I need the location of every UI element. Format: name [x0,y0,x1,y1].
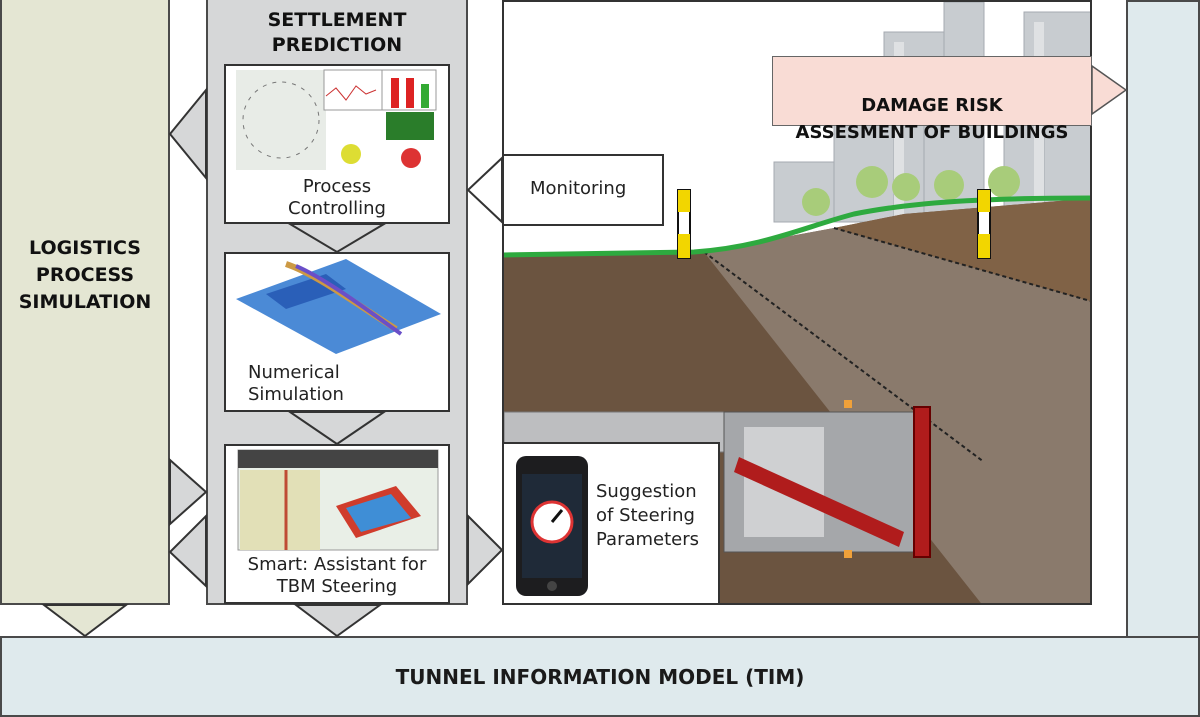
tim-frame-right [1126,0,1200,640]
phone-icon [516,456,588,596]
logistics-panel [0,0,170,605]
steering-assistant-icon [237,449,439,551]
process-controlling-card: Process Controlling [224,64,450,224]
smart-assistant-card: Smart: Assistant for TBM Steering [224,444,450,604]
numerical-simulation-card: Numerical Simulation [224,252,450,412]
tim-label: TUNNEL INFORMATION MODEL (TIM) [395,665,805,689]
smart-assistant-label: Smart: Assistant for TBM Steering [247,554,427,597]
dashboard-icon [236,69,437,170]
tim-frame-bottom [0,636,1200,717]
steering-box: Suggestion of Steering Parameters [502,442,720,605]
damage-risk-label: DAMAGE RISK ASSESMENT OF BUILDINGS [795,95,1069,143]
marker-right [977,189,991,259]
settlement-label: SETTLEMENT PREDICTION [267,9,407,56]
simulation-map-icon [236,259,441,354]
marker-left [677,189,691,259]
damage-risk-box: DAMAGE RISK ASSESMENT OF BUILDINGS [772,56,1092,143]
steering-label: Suggestion of Steering Parameters [596,481,700,550]
monitoring-label: Monitoring [530,178,627,199]
process-controlling-label: Process Controlling [288,176,386,219]
numerical-simulation-label: Numerical Simulation [248,362,344,405]
logistics-label: LOGISTICS PROCESS SIMULATION [18,237,152,313]
monitoring-box: Monitoring [502,154,664,226]
